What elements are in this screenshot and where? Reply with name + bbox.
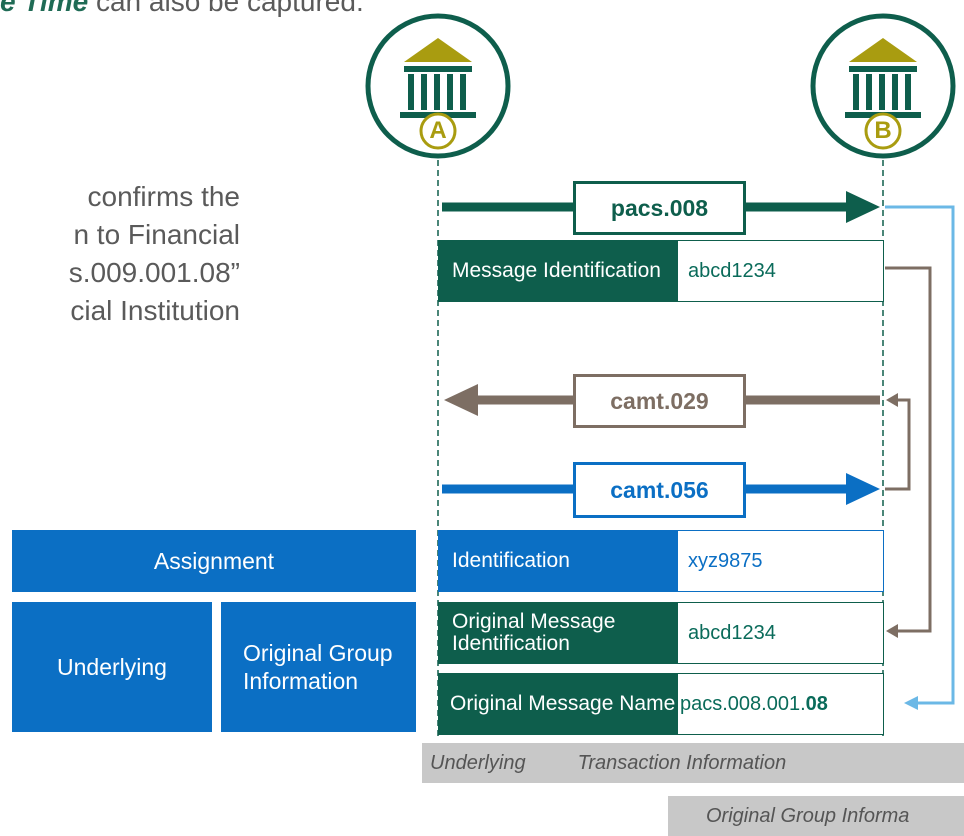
message-identification-header: Message Identification — [438, 240, 678, 302]
left-line-1: confirms the — [87, 181, 241, 212]
pacs-message-box: pacs.008 — [573, 181, 746, 235]
underlying-label: Underlying — [57, 653, 167, 680]
message-name-value-prefix: pacs.008.001. — [680, 692, 806, 715]
response-link-connector — [885, 393, 911, 491]
assignment-header: Assignment — [12, 530, 416, 592]
left-line-4: cial Institution — [70, 295, 240, 326]
camt029-message-box: camt.029 — [573, 374, 746, 428]
original-message-name-identification-value: pacs.008.001.08 — [678, 674, 882, 734]
transaction-information-label: Transaction Information — [577, 751, 787, 774]
original-message-name-identification-header: Original Message Name Identification — [438, 673, 678, 735]
left-paragraph: confirms the n to Financial s.009.001.08… — [69, 178, 240, 330]
assignment-label: Assignment — [153, 547, 275, 574]
bank-a-icon — [365, 13, 511, 159]
msgid-link-connector — [885, 266, 932, 638]
original-message-identification-value: abcd1234 — [680, 603, 882, 663]
original-group-band-label: Original Group Informa — [706, 804, 910, 827]
left-line-2: n to Financial — [73, 219, 240, 250]
message-name-value-version: 08 — [805, 692, 828, 715]
underlying-band-label: Underlying — [430, 751, 526, 774]
identification-header: Identification — [438, 530, 678, 592]
underlying-box: Underlying — [12, 602, 212, 732]
top-text-bold: e Time — [0, 0, 89, 17]
bank-b-icon — [810, 13, 956, 159]
top-text-fragment: e Time can also be captured. — [0, 0, 364, 18]
camt056-message-box: camt.056 — [573, 462, 746, 518]
msgname-link-connector — [885, 205, 955, 710]
identification-value: xyz9875 — [680, 531, 882, 591]
original-group-information-band: Original Group Informa — [668, 796, 964, 836]
original-message-identification-header: Original Message Identification — [438, 602, 678, 664]
message-identification-value: abcd1234 — [680, 241, 882, 301]
original-group-information-label: Original Group Information — [243, 640, 393, 694]
top-text-rest: can also be captured. — [88, 0, 364, 17]
bank-b-label: B — [874, 117, 892, 144]
bank-a-label: A — [429, 117, 447, 144]
left-line-3: s.009.001.08” — [68, 257, 240, 288]
underlying-transaction-band: Underlying Transaction Information — [422, 743, 964, 783]
original-group-information-box: Original Group Information — [221, 602, 416, 732]
